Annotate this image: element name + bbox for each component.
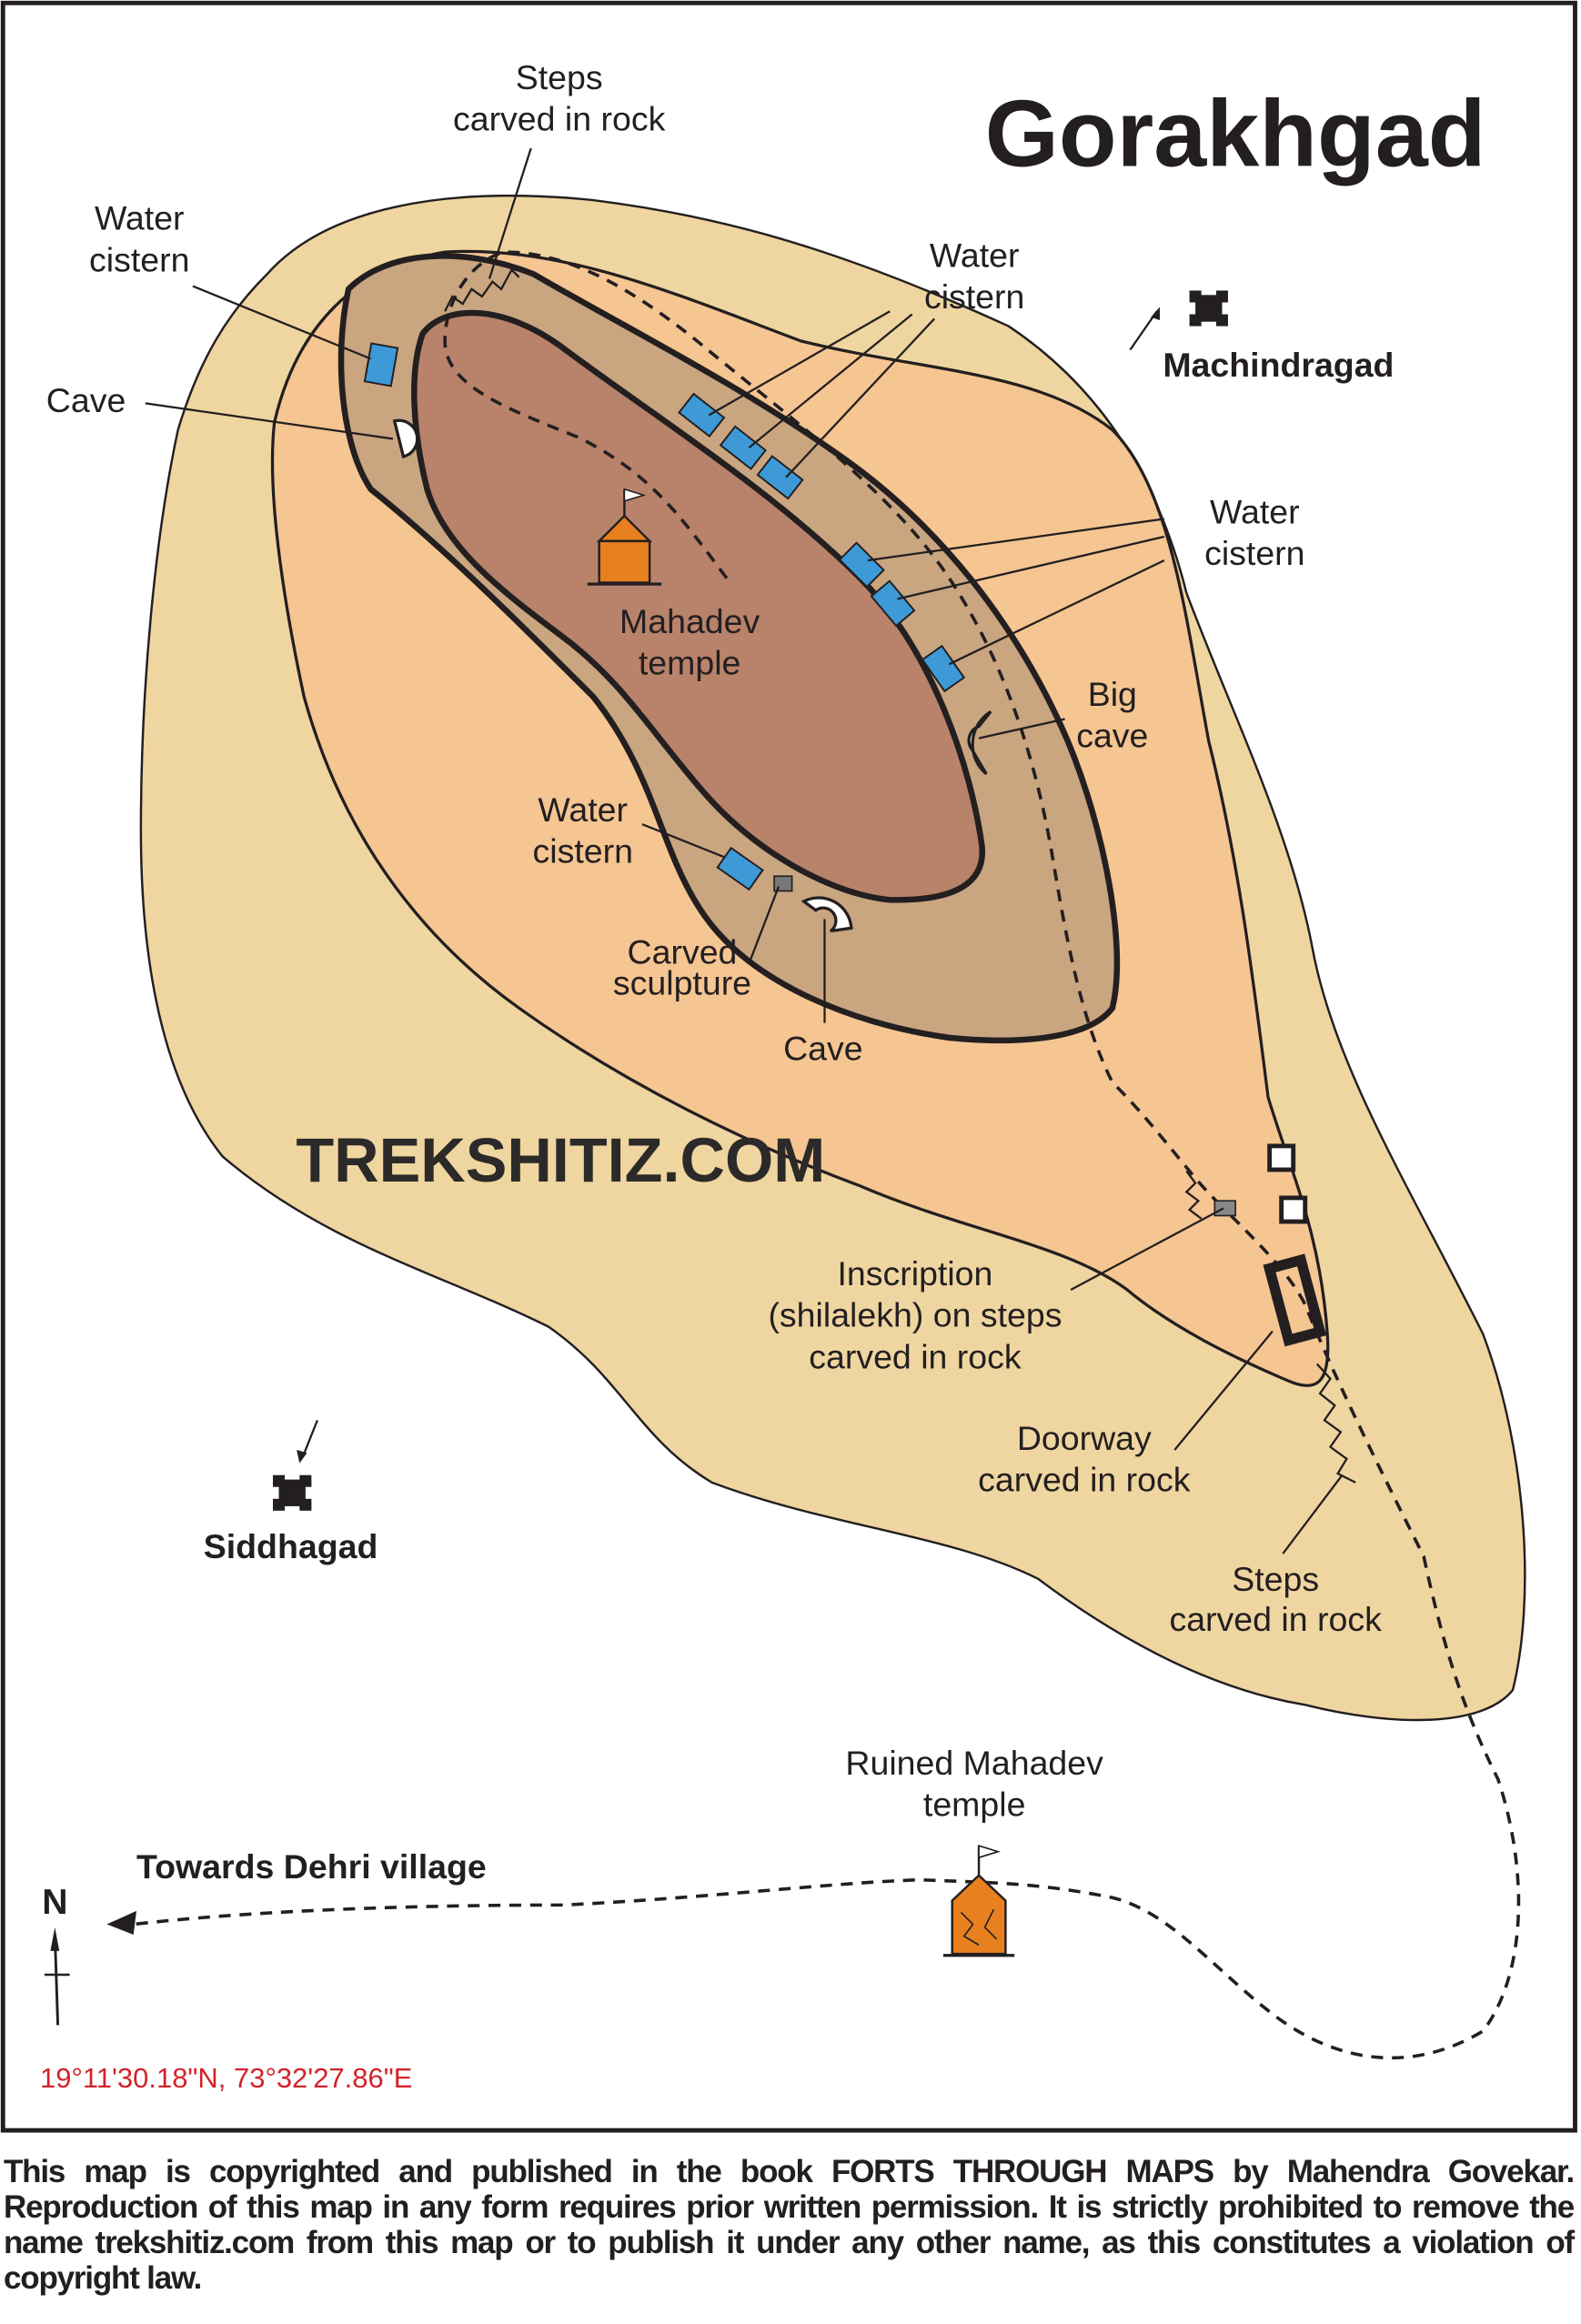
doorway-icon — [1263, 1253, 1327, 1347]
plateau — [411, 309, 986, 903]
lower-trail — [133, 1214, 1521, 2060]
cave-icon — [392, 418, 419, 458]
north-arrow: N — [42, 1883, 70, 2026]
steps-inscription-icon — [1184, 1170, 1203, 1220]
label-cave-s: Cave — [783, 1029, 863, 1067]
label-machindragad: Machindragad — [1163, 346, 1394, 384]
mahadev-temple-icon — [587, 488, 662, 586]
watermark: TREKSHITIZ.COM — [296, 1125, 825, 1195]
label-siddhagad: Siddhagad — [204, 1527, 378, 1565]
water-cistern-icon — [719, 425, 767, 470]
ruin-icon — [1279, 1195, 1308, 1224]
coordinates: 19°11'30.18"N, 73°32'27.86"E — [40, 2062, 412, 2094]
leader-lines — [145, 147, 1344, 1554]
label-cave-nw: Cave — [46, 381, 126, 419]
label-towards-dehri: Towards Dehri village — [136, 1847, 487, 1886]
water-cistern-icons — [363, 342, 966, 891]
steps-top-icon — [444, 267, 520, 312]
water-cistern-icon — [756, 455, 804, 500]
north-label: N — [42, 1883, 67, 1922]
copyright-notice: This map is copyrighted and published in… — [4, 2154, 1575, 2296]
water-cistern-icon — [716, 846, 764, 891]
trail-arrowhead — [106, 1910, 136, 1935]
siddhagad-fort-icon — [272, 1419, 318, 1511]
steps-bottom-icon — [1315, 1363, 1356, 1484]
cave-icon — [801, 896, 853, 933]
water-cistern-icon — [678, 392, 726, 438]
ruin-icon — [1267, 1143, 1296, 1172]
water-cistern-icon — [838, 541, 885, 589]
fort-trail — [443, 250, 1218, 1202]
inscription-icon — [1213, 1200, 1236, 1217]
machindragad-fort-icon — [1129, 290, 1228, 351]
water-cistern-icon — [870, 579, 916, 628]
map-title: Gorakhgad — [985, 82, 1486, 187]
water-cistern-icon — [363, 342, 399, 387]
ruined-temple-icon — [942, 1845, 1015, 1957]
big-cave-icon — [967, 709, 992, 776]
